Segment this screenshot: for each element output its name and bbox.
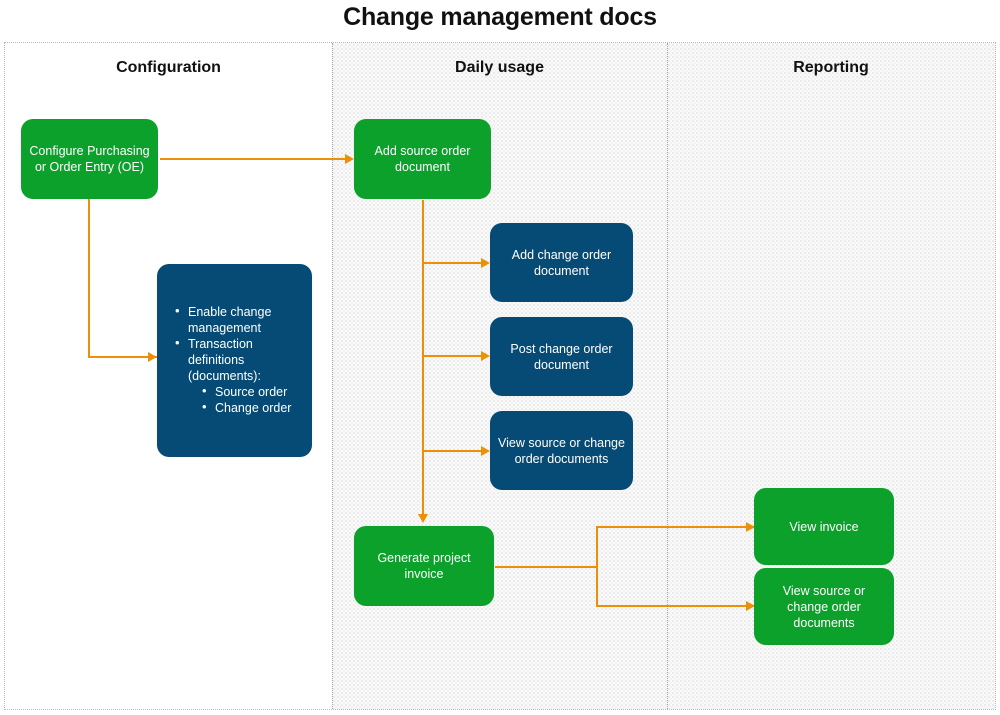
edge-trunk-to-view-docs-arrow: [481, 445, 490, 456]
edge-generate-to-view-invoice-arrow: [746, 521, 755, 532]
node-add-change-order-document[interactable]: Add change order document: [490, 223, 633, 302]
edge-trunk-to-add-change-arrow: [481, 257, 490, 268]
edge-add-source-to-generate-arrow: [417, 514, 428, 523]
edge-configure-to-enable-vline: [88, 198, 90, 357]
page-title: Change management docs: [343, 3, 657, 31]
swimlane-divider-1: [332, 43, 333, 709]
edge-configure-to-add-source-line: [160, 158, 345, 160]
edge-configure-to-enable-hline: [88, 356, 157, 358]
edge-trunk-to-view-docs-line: [422, 450, 482, 452]
swimlane-title-configuration: Configuration: [116, 59, 221, 76]
node-configure-purchasing-oe[interactable]: Configure Purchasing or Order Entry (OE): [21, 119, 158, 199]
edge-generate-to-view-docs-arrow: [746, 600, 755, 611]
node-generate-project-invoice[interactable]: Generate project invoice: [354, 526, 494, 606]
node-add-source-order-document[interactable]: Add source order document: [354, 119, 491, 199]
node-view-source-or-change-order-documents[interactable]: View source or change order documents: [490, 411, 633, 490]
bullet-change-order: Change order: [202, 399, 312, 416]
edge-trunk-to-post-change-line: [422, 355, 482, 357]
node-view-invoice[interactable]: View invoice: [754, 488, 894, 565]
swimlane-divider-2: [667, 43, 668, 709]
edge-add-source-trunk: [422, 200, 424, 518]
node-view-source-or-change-order-documents-reporting[interactable]: View source or change order documents: [754, 568, 894, 645]
bullet-transaction-definitions: Transaction definitions (documents): Sou…: [175, 335, 312, 416]
bullet-source-order: Source order: [202, 383, 312, 400]
node-enable-change-management[interactable]: Enable change management Transaction def…: [157, 264, 312, 457]
edge-generate-to-view-invoice-line: [596, 526, 754, 528]
edge-configure-to-enable-arrow: [148, 351, 157, 362]
swimlane-title-reporting: Reporting: [793, 59, 869, 76]
edge-trunk-to-add-change-line: [422, 262, 482, 264]
edge-generate-split-vline: [596, 526, 598, 607]
swimlane-title-daily-usage: Daily usage: [455, 59, 544, 76]
edge-generate-stem: [495, 566, 598, 568]
edge-generate-to-view-docs-line: [596, 605, 754, 607]
edge-configure-to-add-source-arrow: [345, 153, 354, 164]
edge-trunk-to-post-change-arrow: [481, 350, 490, 361]
node-post-change-order-document[interactable]: Post change order document: [490, 317, 633, 396]
bullet-enable-change-management: Enable change management: [175, 303, 312, 336]
